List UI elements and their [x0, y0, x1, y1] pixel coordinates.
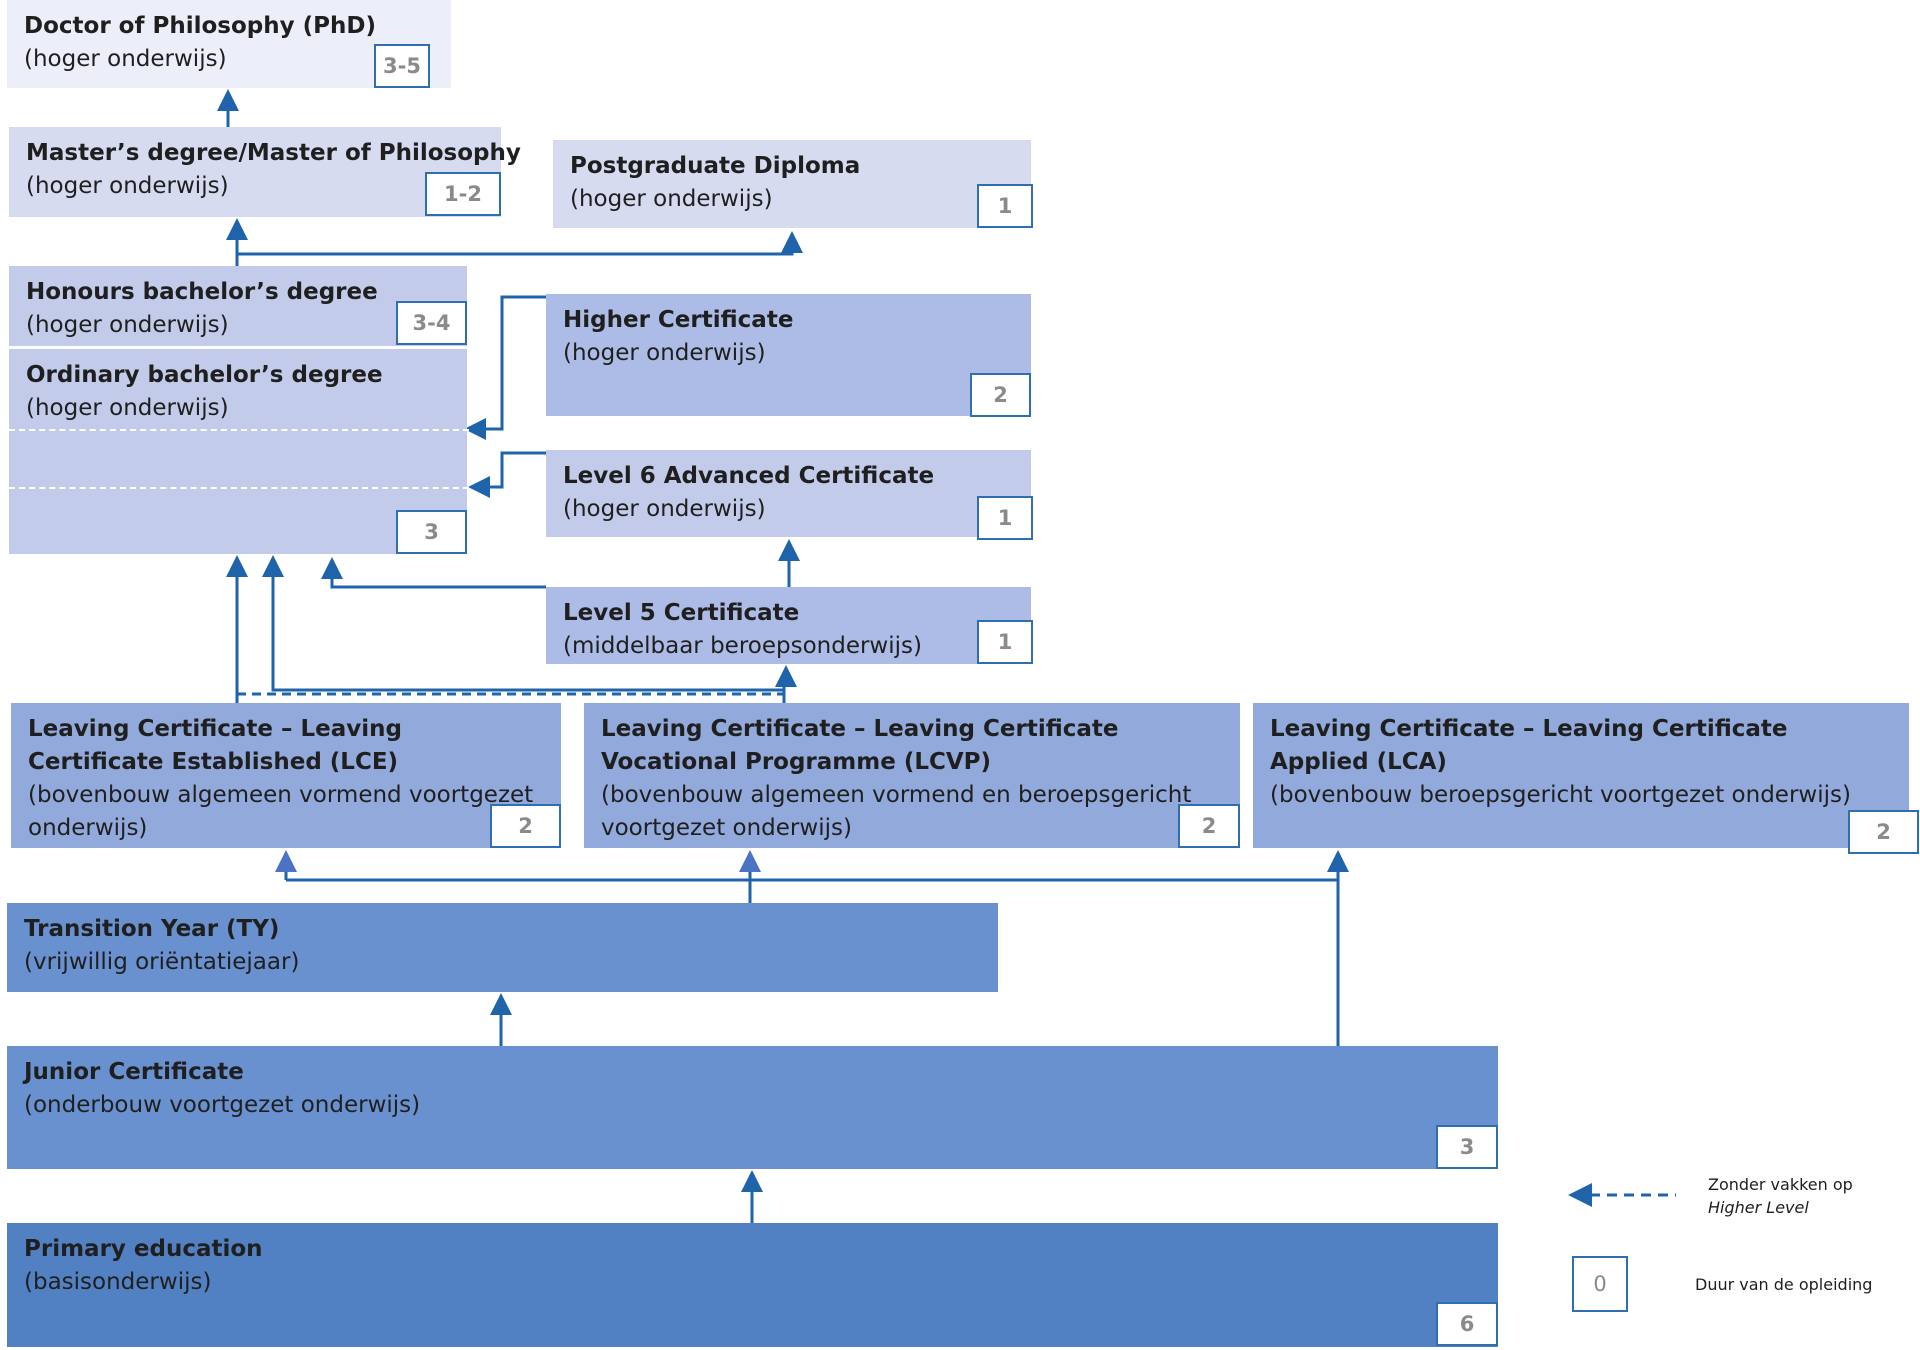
box-title: Level 5 Certificate	[563, 600, 800, 626]
box-subtitle: (middelbaar beroepsonderwijs)	[563, 633, 922, 659]
arrowhead-bachelor-1	[226, 555, 248, 577]
box-title: Transition Year (TY)	[24, 916, 280, 942]
box-level5: Level 5 Certificate (middelbaar beroepso…	[546, 587, 1031, 664]
duration-badge-lca: 2	[1848, 810, 1919, 854]
arrow-highercert-to-ordinary	[484, 295, 546, 431]
arrowhead-lce	[275, 850, 297, 872]
box-subtitle: (bovenbouw beroepsgericht voortgezet ond…	[1270, 782, 1851, 808]
box-title: Junior Certificate	[24, 1059, 244, 1085]
duration-badge-level6: 1	[977, 496, 1033, 540]
box-subtitle: (hoger onderwijs)	[24, 46, 227, 72]
box-subtitle: (hoger onderwijs)	[570, 186, 773, 212]
duration-badge-honours: 3-4	[396, 301, 467, 345]
box-subtitle: (bovenbouw algemeen vormend voortgezet o…	[28, 782, 534, 841]
duration-badge-ordinary: 3	[396, 510, 467, 554]
box-title: Primary education	[24, 1236, 263, 1262]
duration-badge-lce: 2	[490, 804, 561, 848]
legend-dashed-text-em: Higher Level	[1708, 1196, 1853, 1219]
box-title: Leaving Certificate – Leaving Certificat…	[28, 716, 402, 775]
arrowhead-level6	[778, 539, 800, 561]
arrowhead-lcvp	[739, 850, 761, 872]
legend-duration-sample: 0	[1572, 1256, 1628, 1312]
box-honours: Honours bachelor’s degree (hoger onderwi…	[9, 266, 467, 346]
box-title: Higher Certificate	[563, 307, 794, 333]
arrowhead-ty	[490, 993, 512, 1015]
duration-badge-masters: 1-2	[425, 172, 501, 216]
arrowhead-junior	[741, 1170, 763, 1192]
legend-dashed-text: Zonder vakken op	[1708, 1175, 1853, 1194]
box-transition-year: Transition Year (TY) (vrijwillig oriënta…	[7, 903, 998, 992]
box-title: Level 6 Advanced Certificate	[563, 463, 935, 489]
legend-dashed-label: Zonder vakken op Higher Level	[1708, 1173, 1853, 1219]
box-lca: Leaving Certificate – Leaving Certificat…	[1253, 703, 1909, 848]
arrowhead-phd	[217, 89, 239, 111]
box-lcvp: Leaving Certificate – Leaving Certificat…	[584, 703, 1240, 848]
box-title: Ordinary bachelor’s degree	[26, 362, 383, 388]
box-primary-education: Primary education (basisonderwijs)	[7, 1223, 1498, 1347]
duration-badge-primary: 6	[1436, 1302, 1498, 1346]
legend-em: Higher Level	[1708, 1198, 1809, 1217]
duration-badge-level5: 1	[977, 620, 1033, 664]
arrow-level6-to-ordinary	[488, 451, 546, 489]
arrowhead-masters	[226, 218, 248, 240]
arrowhead-postgrad	[781, 231, 803, 253]
box-subtitle: (hoger onderwijs)	[26, 312, 229, 338]
duration-badge-lcvp: 2	[1178, 804, 1240, 848]
duration-badge-higher-certificate: 2	[970, 373, 1031, 417]
arrowhead-ordinary-2	[468, 476, 490, 498]
legend-arrowhead	[1568, 1183, 1592, 1207]
duration-badge-postgrad: 1	[977, 184, 1033, 228]
box-lce: Leaving Certificate – Leaving Certificat…	[11, 703, 561, 848]
box-subtitle: (bovenbouw algemeen vormend en beroepsge…	[601, 782, 1192, 841]
box-subtitle: (basisonderwijs)	[24, 1269, 212, 1295]
box-title: Postgraduate Diploma	[570, 153, 861, 179]
box-masters: Master’s degree/Master of Philosophy (ho…	[9, 127, 521, 217]
arrowhead-lca	[1327, 850, 1349, 872]
box-title: Honours bachelor’s degree	[26, 279, 378, 305]
arrow-level5-to-bachelor	[330, 575, 546, 589]
box-junior-certificate: Junior Certificate (onderbouw voortgezet…	[7, 1046, 1498, 1169]
box-subtitle: (vrijwillig oriëntatiejaar)	[24, 949, 300, 975]
arrow-bachelor-to-postgrad	[237, 248, 794, 256]
box-subtitle: (hoger onderwijs)	[26, 395, 229, 421]
box-ordinary: Ordinary bachelor’s degree (hoger onderw…	[9, 349, 469, 554]
dashed-divider	[9, 487, 469, 489]
arrowhead-ordinary-1	[464, 418, 486, 440]
dashed-divider	[9, 429, 469, 431]
box-title: Leaving Certificate – Leaving Certificat…	[601, 716, 1119, 775]
arrowhead-level5	[775, 665, 797, 687]
box-higher-certificate: Higher Certificate (hoger onderwijs)	[546, 294, 1031, 416]
box-subtitle: (hoger onderwijs)	[563, 340, 766, 366]
box-title: Doctor of Philosophy (PhD)	[24, 13, 376, 39]
arrowhead-bachelor-2	[262, 555, 284, 577]
box-postgrad: Postgraduate Diploma (hoger onderwijs)	[553, 140, 1031, 228]
box-subtitle: (hoger onderwijs)	[563, 496, 766, 522]
box-level6: Level 6 Advanced Certificate (hoger onde…	[546, 450, 1031, 537]
legend-duration-label: Duur van de opleiding	[1695, 1275, 1873, 1294]
duration-badge-phd: 3-5	[374, 44, 430, 88]
box-subtitle: (hoger onderwijs)	[26, 173, 229, 199]
box-title: Master’s degree/Master of Philosophy	[26, 140, 521, 166]
box-subtitle: (onderbouw voortgezet onderwijs)	[24, 1092, 421, 1118]
arrowhead-bachelor-3	[321, 557, 343, 579]
duration-badge-junior: 3	[1436, 1125, 1498, 1169]
box-title: Leaving Certificate – Leaving Certificat…	[1270, 716, 1788, 775]
